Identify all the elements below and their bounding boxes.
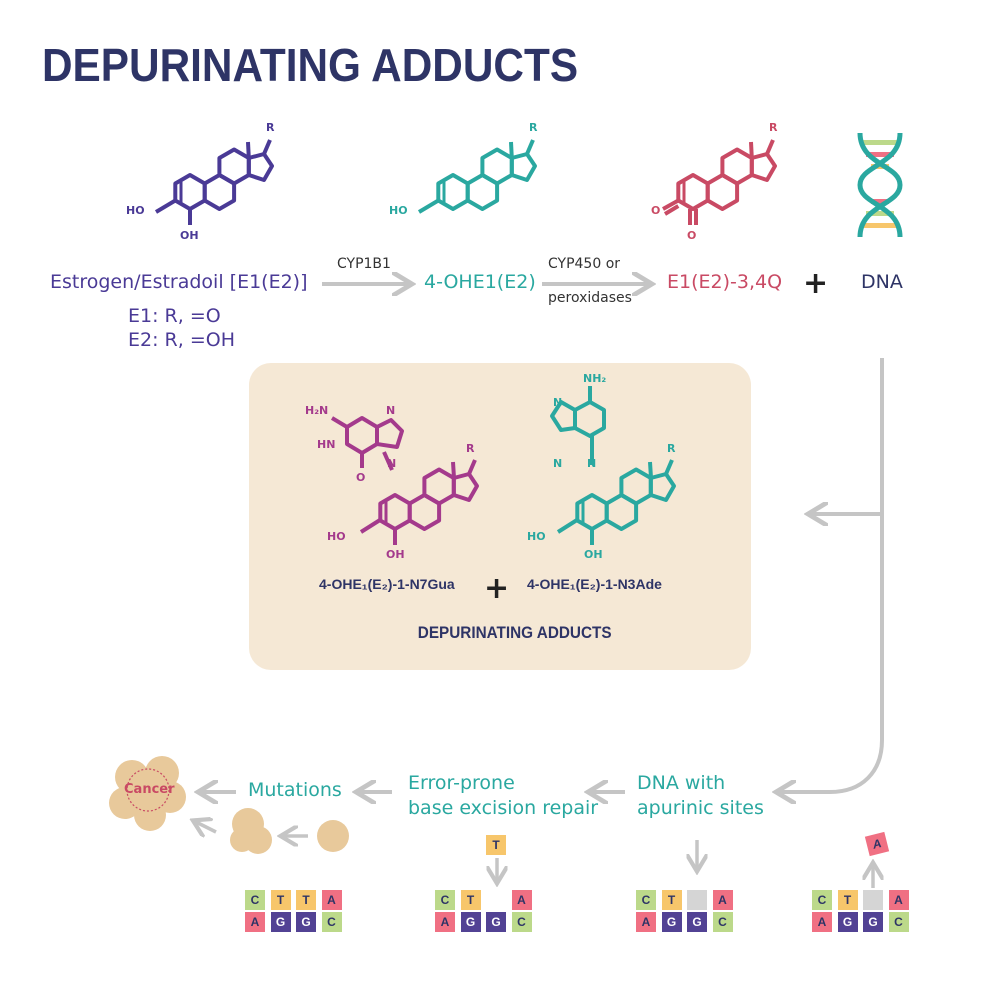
ade-oh: OH xyxy=(584,548,603,561)
gua-n1: N xyxy=(386,404,396,417)
adducts-panel xyxy=(249,363,751,670)
ade-adduct-label: 4-OHE₁(E₂)-1-N3Ade xyxy=(527,576,662,592)
enzyme-cyp450: CYP450 or xyxy=(548,256,621,272)
strand-3-top-base-4: A xyxy=(712,890,733,910)
adducts-panel-title: DEPURINATING ADDUCTS xyxy=(417,623,612,642)
apurinic-label-line2: apurinic sites xyxy=(637,797,764,819)
strand-2-bottom-base-4: C xyxy=(511,912,532,932)
quinone-o1-label: O xyxy=(651,204,661,217)
gua-adduct-label: 4-OHE₁(E₂)-1-N7Gua xyxy=(319,576,455,592)
mutations-label: Mutations xyxy=(248,779,342,801)
ade-nh2: NH₂ xyxy=(583,372,607,385)
estrogen-oh-label: OH xyxy=(180,229,199,242)
plus-sign-top: + xyxy=(803,266,829,301)
strand-2-top-base-4: A xyxy=(511,890,532,910)
ade-n3: N xyxy=(587,457,597,470)
strand-3-bottom-base-2: G xyxy=(661,912,682,932)
apurinic-label-line1: DNA with xyxy=(637,772,726,794)
repair-label-line2: base excision repair xyxy=(408,797,599,819)
ohe-ho-label: HO xyxy=(389,204,408,217)
strand-1-top-base-3: T xyxy=(296,890,316,910)
gua-h2n: H₂N xyxy=(305,404,329,417)
quinone-o2-label: O xyxy=(687,229,697,242)
strand-2-bottom-base-1: A xyxy=(435,912,455,932)
enzyme-peroxidases: peroxidases xyxy=(548,290,632,306)
gua-o: O xyxy=(356,471,366,484)
repair-label-line1: Error-prone xyxy=(408,772,515,794)
ohe-label: 4-OHE1(E2) xyxy=(424,271,536,293)
strand-2-bottom-base-3: G xyxy=(486,912,506,932)
cancer-label: Cancer xyxy=(124,782,175,797)
strand-1-bottom-base-1: A xyxy=(245,912,265,932)
strand-1-top-base-1: C xyxy=(245,890,265,910)
estrogen-r-label: R xyxy=(266,121,275,134)
ade-r: R xyxy=(667,442,676,455)
estrogen-molecule xyxy=(154,139,274,225)
page-title: DEPURINATING ADDUCTS xyxy=(42,39,579,91)
strand-3-bottom-base-4: C xyxy=(712,912,733,932)
cancer-cell-icon xyxy=(109,756,186,831)
gua-oh: OH xyxy=(386,548,405,561)
strand-4-top-base-2: T xyxy=(837,890,858,910)
ade-ho: HO xyxy=(527,530,546,543)
ade-adduct-molecule xyxy=(550,386,676,545)
inserted-base: T xyxy=(486,835,506,855)
strand-4-bottom-base-3: G xyxy=(863,912,883,932)
gua-adduct-molecule xyxy=(330,416,479,545)
quinone-label: E1(E2)-3,4Q xyxy=(667,271,783,293)
strand-3-bottom-base-3: G xyxy=(687,912,707,932)
ohe-r-label: R xyxy=(529,121,538,134)
e2-note: E2: R, =OH xyxy=(128,329,235,351)
cell-cluster-icon xyxy=(230,808,272,854)
dna-label: DNA xyxy=(861,271,903,293)
strand-4-bottom-base-1: A xyxy=(812,912,832,932)
quinone-molecule xyxy=(662,139,777,225)
ade-n2: N xyxy=(553,457,563,470)
strand-3-top-base-3 xyxy=(687,890,707,910)
strand-2-top-base-2: T xyxy=(460,890,481,910)
strand-1-top-base-4: A xyxy=(321,890,342,910)
hydroxyestrogen-molecule xyxy=(417,139,537,214)
gua-r: R xyxy=(466,442,475,455)
gua-hn: HN xyxy=(317,438,336,451)
strand-1-bottom-base-2: G xyxy=(270,912,291,932)
estrogen-label: Estrogen/Estradoil [E1(E2)] xyxy=(50,271,308,293)
quinone-r-label: R xyxy=(769,121,778,134)
ade-n1: N xyxy=(553,396,563,409)
enzyme-cyp1b1: CYP1B1 xyxy=(337,256,391,272)
arrow-dna-path xyxy=(780,358,884,792)
strand-1-bottom-base-3: G xyxy=(296,912,316,932)
plus-sign-adducts: + xyxy=(484,571,510,606)
dna-helix-icon xyxy=(857,132,903,238)
gua-n2: N xyxy=(387,457,397,470)
estrogen-ho-label: HO xyxy=(126,204,145,217)
arrow-cell-big xyxy=(196,822,217,832)
strand-1-top-base-2: T xyxy=(270,890,291,910)
strand-4-top-base-3 xyxy=(863,890,883,910)
strand-3-top-base-2: T xyxy=(661,890,682,910)
strand-4-bottom-base-2: G xyxy=(837,912,858,932)
strand-3-top-base-1: C xyxy=(636,890,656,910)
strand-2-bottom-base-2: G xyxy=(460,912,481,932)
strand-3-bottom-base-1: A xyxy=(636,912,656,932)
strand-2-top-base-1: C xyxy=(435,890,455,910)
strand-1-bottom-base-4: C xyxy=(321,912,342,932)
gua-ho: HO xyxy=(327,530,346,543)
cell-small-icon xyxy=(317,820,349,852)
strand-4-bottom-base-4: C xyxy=(888,912,909,932)
strand-4-top-base-4: A xyxy=(888,890,909,910)
strand-4-top-base-1: C xyxy=(812,890,832,910)
e1-note: E1: R, =O xyxy=(128,305,221,327)
